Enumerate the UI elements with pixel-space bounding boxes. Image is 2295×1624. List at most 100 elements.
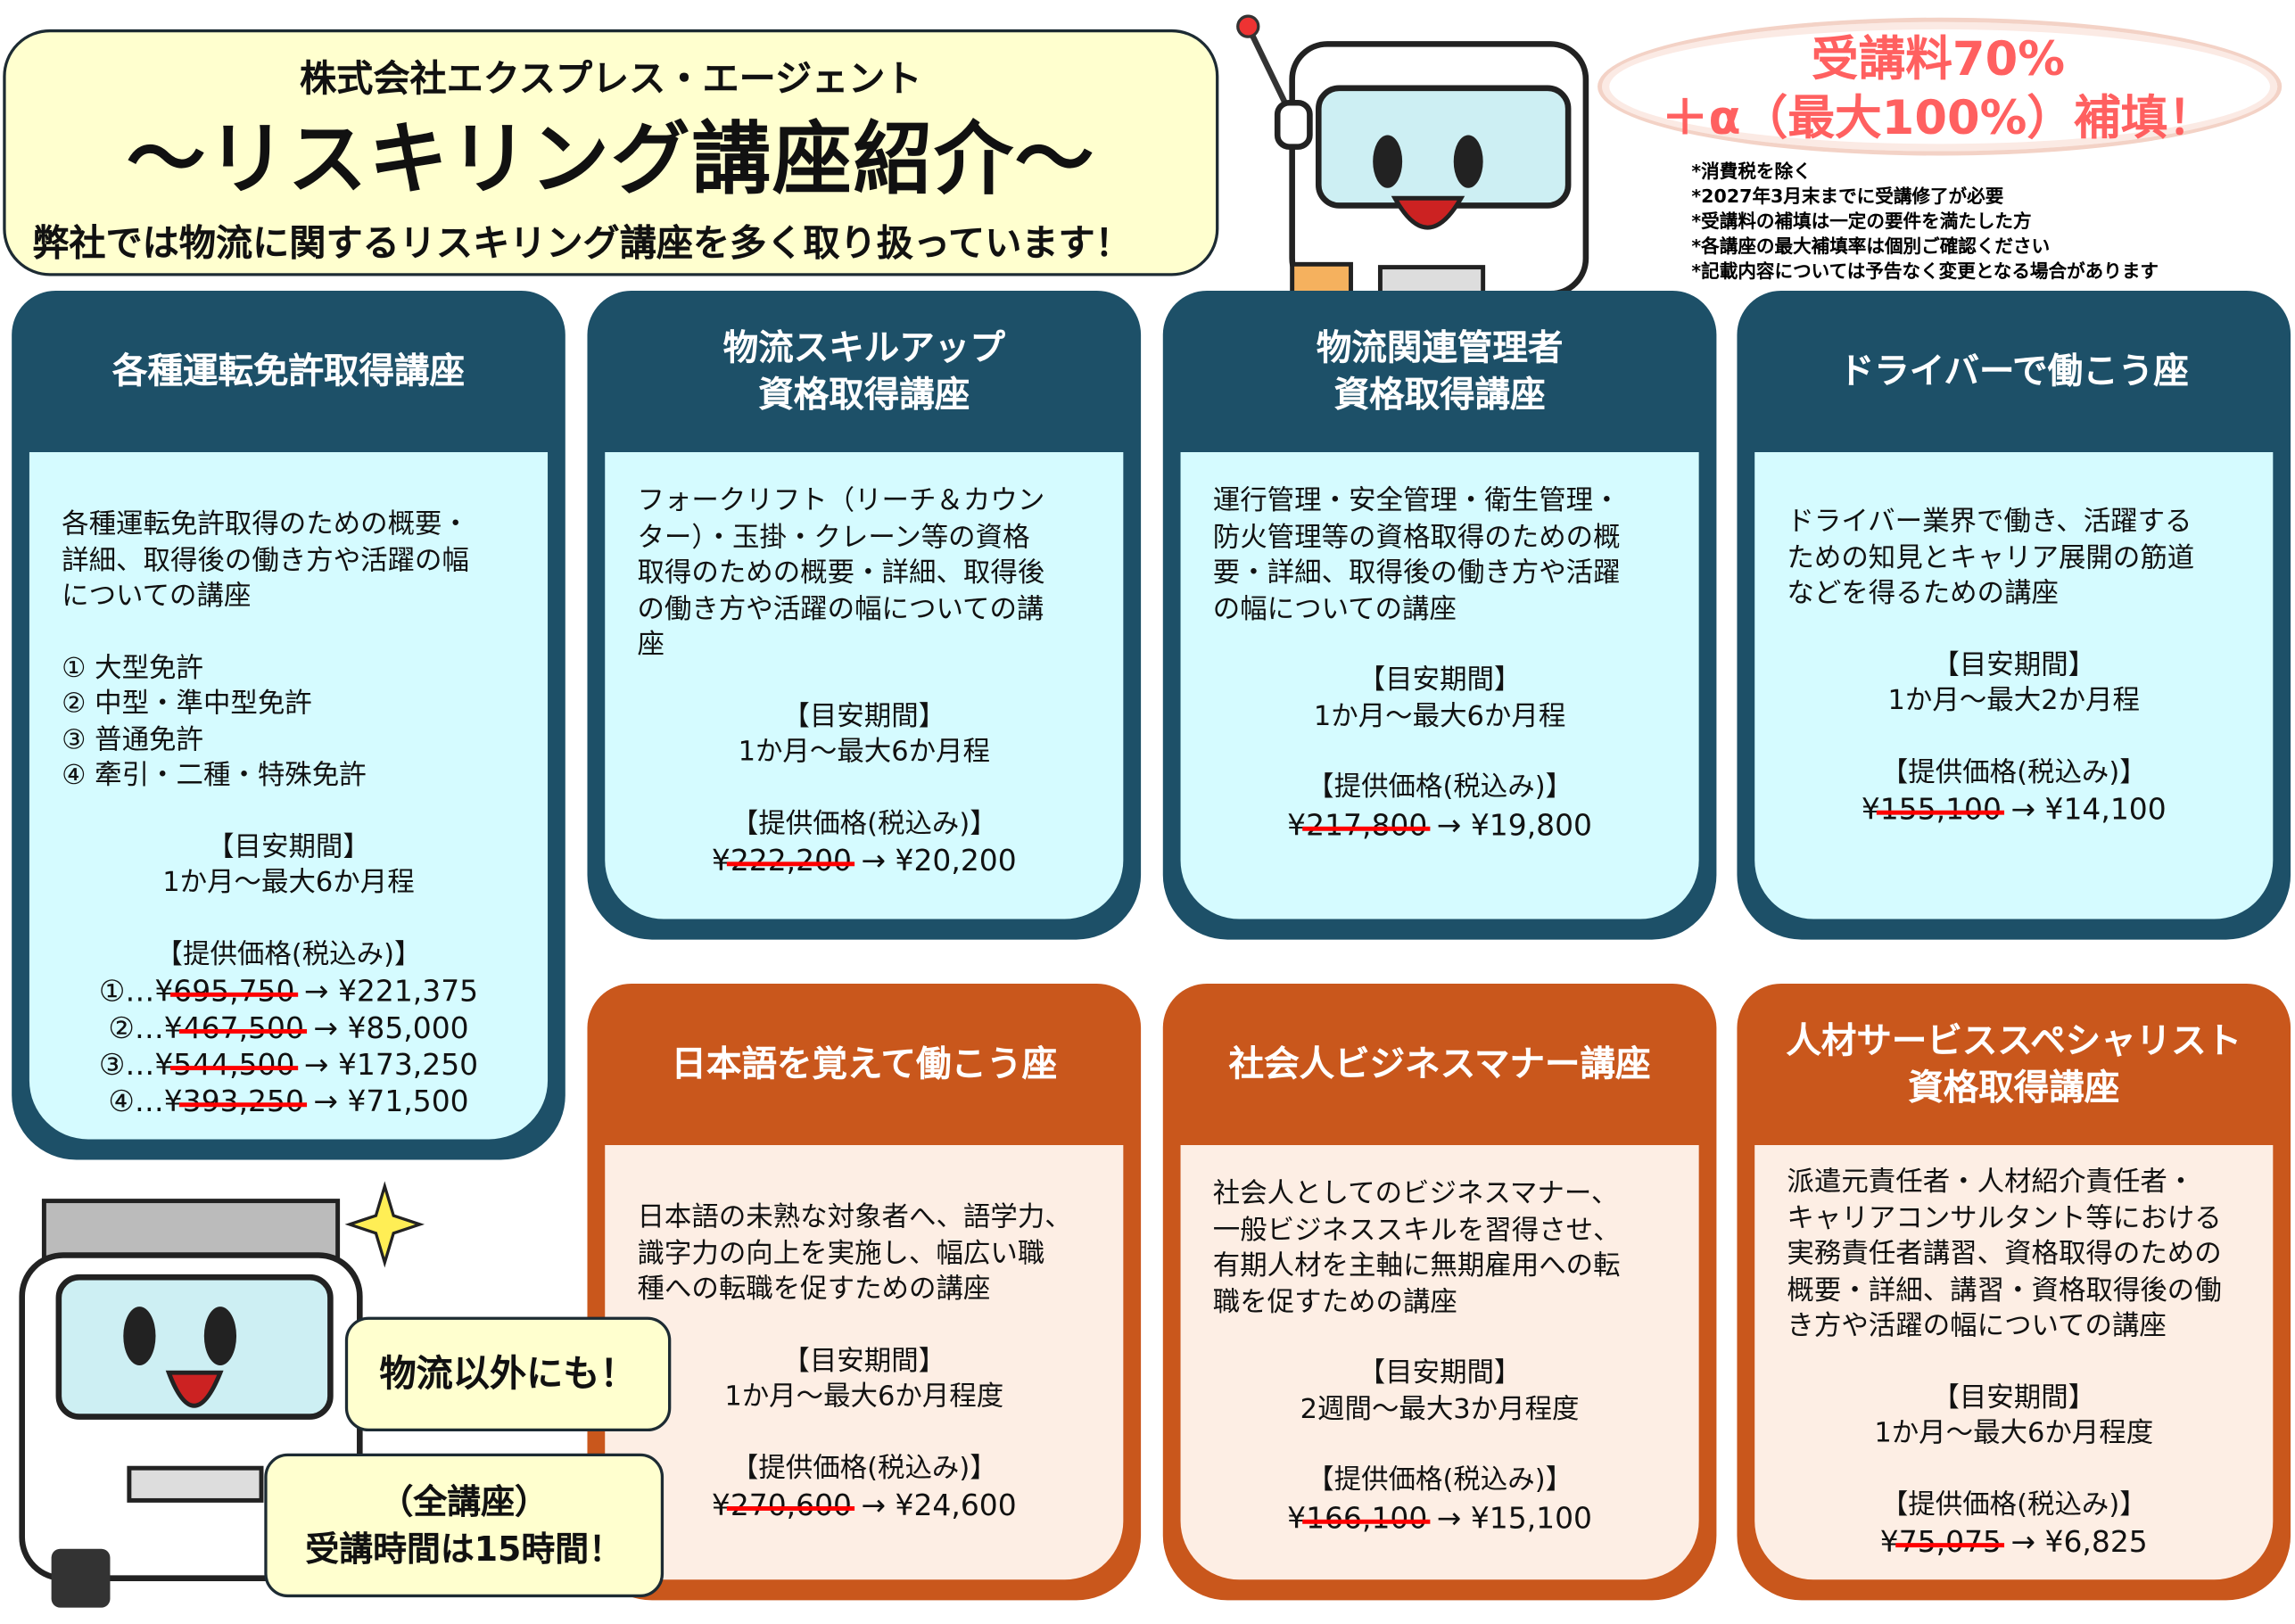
price-row: ③…¥544,500 → ¥173,250 [62, 1047, 516, 1084]
period-label: 【目安期間】 [1932, 649, 2096, 681]
yen-sign: ¥ [711, 842, 731, 878]
price-label: 【提供価格(税込み)】 [1880, 1489, 2147, 1521]
price-row: ¥166,100 → ¥15,100 [1213, 1500, 1667, 1537]
discounted-price: ¥15,100 [1470, 1499, 1593, 1536]
license-item: ① 大型免許 [62, 652, 203, 684]
arrow-icon: → [861, 842, 887, 878]
price-label: 【提供価格(税込み)】 [731, 808, 997, 839]
period-label: 【目安期間】 [207, 831, 370, 863]
spacer [62, 616, 516, 652]
discounted-price: ¥85,000 [347, 1010, 469, 1046]
spacer [1787, 720, 2241, 755]
price-label: 【提供価格(税込み)】 [1307, 771, 1573, 804]
period-value: 1か月～最大6か月程 [162, 867, 415, 899]
yen-sign: ¥ [1861, 791, 1880, 827]
course-card: 人材サービススペシャリスト 資格取得講座派遣元責任者・人材紹介責任者・ キャリア… [1737, 983, 2291, 1601]
course-description: 日本語の未熟な対象者へ、語学力、 識字力の向上を実施し、幅広い職 種への転職を促… [637, 1202, 1072, 1306]
arrow-icon: → [313, 1010, 338, 1046]
hours-scope: （全講座） [379, 1484, 549, 1523]
price-row: ④…¥393,250 → ¥71,500 [62, 1084, 516, 1120]
price-row: ¥217,800 → ¥19,800 [1213, 807, 1667, 844]
license-item: ② 中型・準中型免許 [62, 688, 312, 720]
title-speech-bubble: 株式会社エクスプレス・エージェント ～リスキリング講座紹介～ 弊社では物流に関す… [3, 29, 1219, 276]
price-prefix: ③… [98, 1046, 155, 1083]
course-title: 物流スキルアップ 資格取得講座 [722, 327, 1005, 416]
arrow-icon: → [2010, 791, 2036, 827]
original-price: 270,600 [727, 1487, 854, 1523]
period-value: 1か月～最大2か月程 [1887, 685, 2140, 717]
note-item: *記載内容については予告なく変更となる場合があります [1691, 260, 2159, 283]
period-value: 1か月～最大6か月程 [738, 737, 990, 768]
course-title: 各種運転免許取得講座 [111, 350, 466, 392]
course-card: 日本語を覚えて働こう座日本語の未熟な対象者へ、語学力、 識字力の向上を実施し、幅… [587, 983, 1142, 1601]
notes-list: *消費税を除く*2027年3月末までに受講修了が必要*受講料の補填は一定の要件を… [1691, 159, 2159, 284]
spacer [62, 795, 516, 830]
original-price: 155,100 [1877, 791, 2004, 827]
period-label: 【目安期間】 [782, 701, 946, 732]
arrow-icon: → [1436, 806, 1462, 843]
spacer [1213, 1429, 1667, 1464]
course-body: ドライバー業界で働き、活躍する ための知見とキャリア展開の筋道 などを得るための… [1754, 452, 2274, 919]
course-description: 社会人としてのビジネスマナー、 一般ビジネススキルを習得させ、 有期人材を主軸に… [1212, 1178, 1621, 1318]
discounted-price: ¥20,200 [895, 842, 1017, 878]
spacer [1213, 736, 1667, 771]
original-price: 467,500 [179, 1010, 307, 1046]
arrow-icon: → [303, 973, 329, 1009]
course-body: 派遣元責任者・人材紹介責任者・ キャリアコンサルタント等における 実務責任者講習… [1754, 1145, 2274, 1580]
discounted-price: ¥24,600 [895, 1487, 1017, 1523]
price-row: ¥222,200 → ¥20,200 [637, 843, 1091, 879]
price-prefix: ④… [108, 1083, 164, 1119]
spacer [1213, 629, 1667, 664]
discounted-price: ¥173,250 [337, 1046, 479, 1083]
original-price: 695,750 [169, 973, 298, 1009]
course-card: 物流関連管理者 資格取得講座運行管理・安全管理・衛生管理・ 防火管理等の資格取得… [1162, 290, 1717, 940]
other-fields-bubble: 物流以外にも！ [344, 1316, 672, 1432]
spacer [1213, 1322, 1667, 1357]
course-description: ドライバー業界で働き、活躍する ための知見とキャリア展開の筋道 などを得るための… [1787, 506, 2195, 610]
original-price: 544,500 [169, 1046, 298, 1083]
note-item: *消費税を除く [1691, 160, 1812, 183]
promo-text: 受講料70% ＋α（最大100%）補填！ [1600, 29, 2275, 147]
original-price: 217,800 [1302, 806, 1431, 843]
arrow-icon: → [861, 1487, 887, 1523]
course-body: 日本語の未熟な対象者へ、語学力、 識字力の向上を実施し、幅広い職 種への転職を促… [605, 1145, 1124, 1580]
spacer [637, 771, 1091, 807]
price-row: ¥270,600 → ¥24,600 [637, 1488, 1091, 1524]
arrow-icon: → [303, 1046, 329, 1083]
arrow-icon: → [1436, 1499, 1462, 1536]
course-title: 日本語を覚えて働こう座 [671, 1043, 1058, 1085]
period-value: 2週間～最大3か月程度 [1300, 1394, 1580, 1425]
original-price: 222,200 [727, 842, 854, 878]
price-row: ¥75,075 → ¥6,825 [1787, 1524, 2241, 1561]
yen-sign: ¥ [1879, 1523, 1899, 1560]
discounted-price: ¥14,100 [2044, 791, 2167, 827]
truck-mascot-icon [19, 1181, 425, 1608]
price-label: 【提供価格(税込み)】 [155, 938, 422, 970]
company-name: 株式会社エクスプレス・エージェント [300, 57, 922, 100]
yen-sign: ¥ [1287, 1499, 1307, 1536]
period-label: 【目安期間】 [782, 1345, 946, 1377]
spacer [62, 903, 516, 938]
yen-sign: ¥ [1287, 806, 1307, 843]
price-row: ②…¥467,500 → ¥85,000 [62, 1010, 516, 1047]
yen-sign: ¥ [154, 1046, 174, 1083]
other-fields-text: 物流以外にも！ [379, 1352, 637, 1395]
period-value: 1か月～最大6か月程度 [1874, 1418, 2154, 1449]
course-title: 社会人ビジネスマナー講座 [1228, 1043, 1651, 1085]
price-row: ①…¥695,750 → ¥221,375 [62, 973, 516, 1010]
arrow-icon: → [2010, 1523, 2036, 1560]
discounted-price: ¥6,825 [2044, 1523, 2148, 1560]
course-description: 各種運転免許取得のための概要・ 詳細、取得後の働き方や活躍の幅 についての講座 [62, 509, 469, 613]
promo-line-1: 受講料70% [1811, 30, 2066, 87]
promo-line-2: ＋α（最大100%）補填！ [1661, 89, 2216, 145]
course-title: 人材サービススペシャリスト 資格取得講座 [1786, 1020, 2242, 1109]
promo-cloud [1597, 17, 2283, 156]
discounted-price: ¥19,800 [1470, 806, 1593, 843]
course-body: 各種運転免許取得のための概要・ 詳細、取得後の働き方や活躍の幅 についての講座 ①… [29, 452, 549, 1140]
price-label: 【提供価格(税込み)】 [1880, 756, 2147, 788]
price-prefix: ②… [108, 1010, 164, 1046]
period-label: 【目安期間】 [1358, 664, 1522, 697]
course-card: 各種運転免許取得講座各種運転免許取得のための概要・ 詳細、取得後の働き方や活躍の… [12, 290, 565, 1160]
yen-sign: ¥ [163, 1010, 183, 1046]
